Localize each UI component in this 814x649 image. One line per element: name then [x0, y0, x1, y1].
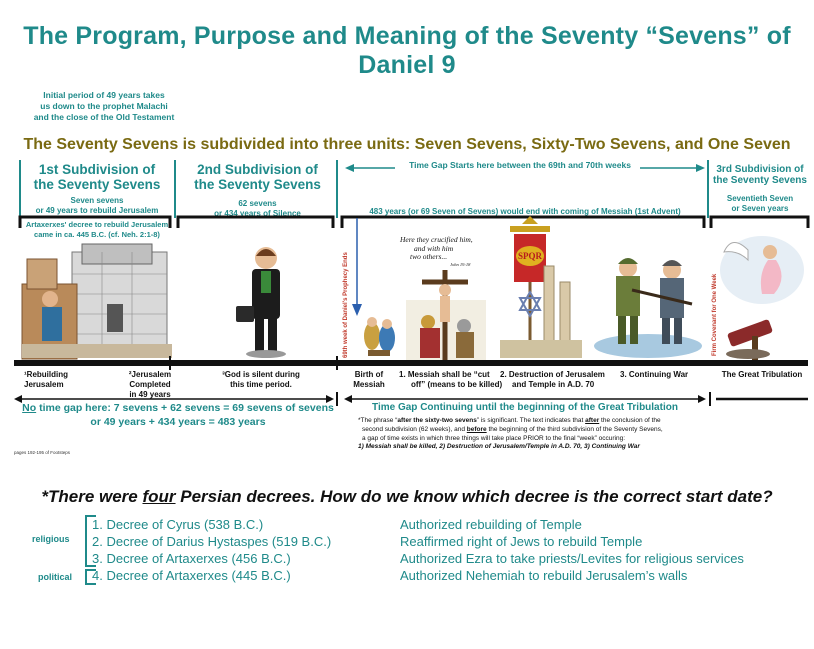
timeline-ticks: [169, 356, 338, 370]
great-tribulation-illustration: [720, 236, 804, 360]
nativity-illustration: [364, 317, 395, 356]
decree-1: 1. Decree of Cyrus (538 B.C.): [92, 517, 264, 532]
advent-down-arrow: [352, 218, 362, 316]
label-birth-messiah: Birth of Messiah: [353, 370, 385, 389]
pages-note: pages 192-195 of Footsteps: [14, 450, 71, 455]
label-rebuilding: ¹Rebuilding Jerusalem: [24, 370, 68, 389]
decree-2: 2. Decree of Darius Hystaspes (519 B.C.): [92, 534, 332, 549]
upper-brackets: [18, 215, 810, 228]
subtitle: The Seventy Sevens is subdivided into th…: [23, 136, 791, 153]
decree-4: 4. Decree of Artaxerxes (445 B.C.): [92, 568, 291, 583]
crucifixion-illustration: [406, 270, 486, 360]
page-title: The Program, Purpose and Meaning of the …: [23, 22, 791, 79]
political-label: political: [38, 572, 73, 582]
messiah-note: 483 years (or 69 Seven of Sevens) would …: [369, 207, 681, 216]
bottom-arrows: [14, 392, 808, 406]
subdivision-3-heading: 3rd Subdivision of the Seventy Sevens: [713, 164, 807, 186]
top-structure: [19, 160, 709, 218]
religious-label: religious: [32, 534, 70, 544]
crucifixion-caption: Here they crucified him, and with him tw…: [400, 235, 473, 267]
subdivision-1-desc: Seven sevens or 49 years to rebuild Jeru…: [35, 196, 159, 216]
intro-note: Initial period of 49 years takes us down…: [33, 90, 175, 123]
no-gap-explanation: No time gap here: 7 sevens + 62 sevens =…: [22, 402, 334, 428]
decree-list: 1. Decree of Cyrus (538 B.C.) 2. Decree …: [92, 516, 331, 584]
label-god-silent: ³God is silent during this time period.: [222, 370, 300, 389]
subdivision-2-heading: 2nd Subdivision of the Seventy Sevens: [194, 162, 321, 192]
subdivision-2-desc: 62 sevens or 434 years of Silence: [214, 199, 301, 219]
label-destruction: 2. Destruction of Jerusalem and Temple i…: [500, 370, 605, 389]
time-gap-bottom-label: Time Gap Continuing until the beginning …: [372, 402, 678, 413]
time-gap-top-label: Time Gap Starts here between the 69th an…: [409, 160, 631, 170]
subdivision-3-desc: Seventieth Seven or Seven years: [726, 194, 794, 214]
rebuilding-jerusalem-illustration: [21, 243, 172, 360]
continuing-war-illustration: [594, 258, 702, 358]
decree-3: 3. Decree of Artaxerxes (456 B.C.): [92, 551, 291, 566]
decree-3-desc: Authorized Ezra to take priests/Levites …: [400, 551, 744, 566]
decree-question: *There were four Persian decrees. How do…: [41, 487, 773, 506]
label-great-tribulation: The Great Tribulation: [721, 370, 803, 379]
label-completed: ²Jerusalem Completed in 49 years: [128, 370, 172, 399]
main-timeline-bar: [14, 360, 808, 366]
gap-footnote: *The phrase “after the sixty-two sevens”…: [358, 417, 663, 451]
decree-2-desc: Reaffirmed right of Jews to rebuild Temp…: [400, 534, 643, 549]
sixty-ninth-week-ends-label: 69th week of Daniel's Prophecy Ends: [343, 252, 349, 358]
label-continuing-war: 3. Continuing War: [620, 370, 689, 379]
label-messiah-cut-off: 1. Messiah shall be “cut off” (means to …: [399, 370, 503, 389]
decree-1-desc: Authorized rebuilding of Temple: [400, 517, 582, 532]
subdivision-1-heading: 1st Subdivision of the Seventy Sevens: [33, 162, 161, 192]
spqr-temple-illustration: SPQR: [500, 216, 582, 358]
decree-4-desc: Authorized Nehemiah to rebuild Jerusalem…: [400, 568, 688, 583]
decree-descriptions: Authorized rebuilding of Temple Reaffirm…: [400, 516, 744, 584]
artaxerxes-note: Artaxerxes' decree to rebuild Jerusalem …: [25, 220, 169, 239]
decree-brackets: [85, 515, 96, 585]
spqr-text: SPQR: [518, 251, 543, 261]
silent-waiting-man-illustration: [236, 247, 286, 358]
